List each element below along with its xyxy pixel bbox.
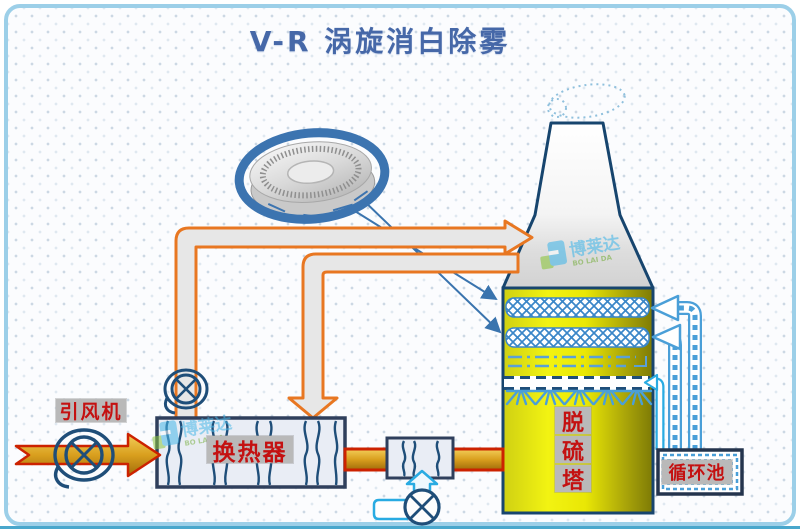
spray-nozzles [505,389,653,406]
induced-draft-fan-label: 引风机 [56,399,126,423]
demister-band-2 [505,327,650,348]
tower-label-1: 脱 [555,407,591,436]
tray-lines [508,355,647,368]
pump-suction-pipe [372,498,408,521]
gas-pipe-2 [451,447,505,472]
pump-assembly [372,469,441,526]
recirc-pipe-band1 [650,294,702,450]
bottom-border-line [0,526,800,529]
recirc-pipe-band2 [651,323,682,450]
vortex-device [234,128,390,224]
wet-gas-duct [287,252,520,420]
heat-exchanger-label: 换热器 [207,436,293,466]
vortex-supports [258,190,369,219]
booster-fan-icon [163,368,209,415]
circulation-pool-label: 循环池 [662,460,732,484]
spray-header [504,376,650,390]
diagram-title: V-R 涡旋消白除雾 [249,25,511,58]
pump-icon [403,488,441,526]
reheated-gas-duct [174,219,534,418]
recirc-pipe-spray [643,373,665,450]
tower-label-2: 硫 [555,436,591,465]
demister-band-1 [505,297,650,318]
gas-pipe-1 [343,447,389,472]
inlet-gas-arrow [14,432,162,478]
tower-label-3: 塔 [555,465,591,494]
smoke-cloud [547,83,626,119]
induced-draft-fan-icon [53,428,115,489]
recirculation-pipes [643,294,702,450]
heat-exchanger [155,416,347,489]
